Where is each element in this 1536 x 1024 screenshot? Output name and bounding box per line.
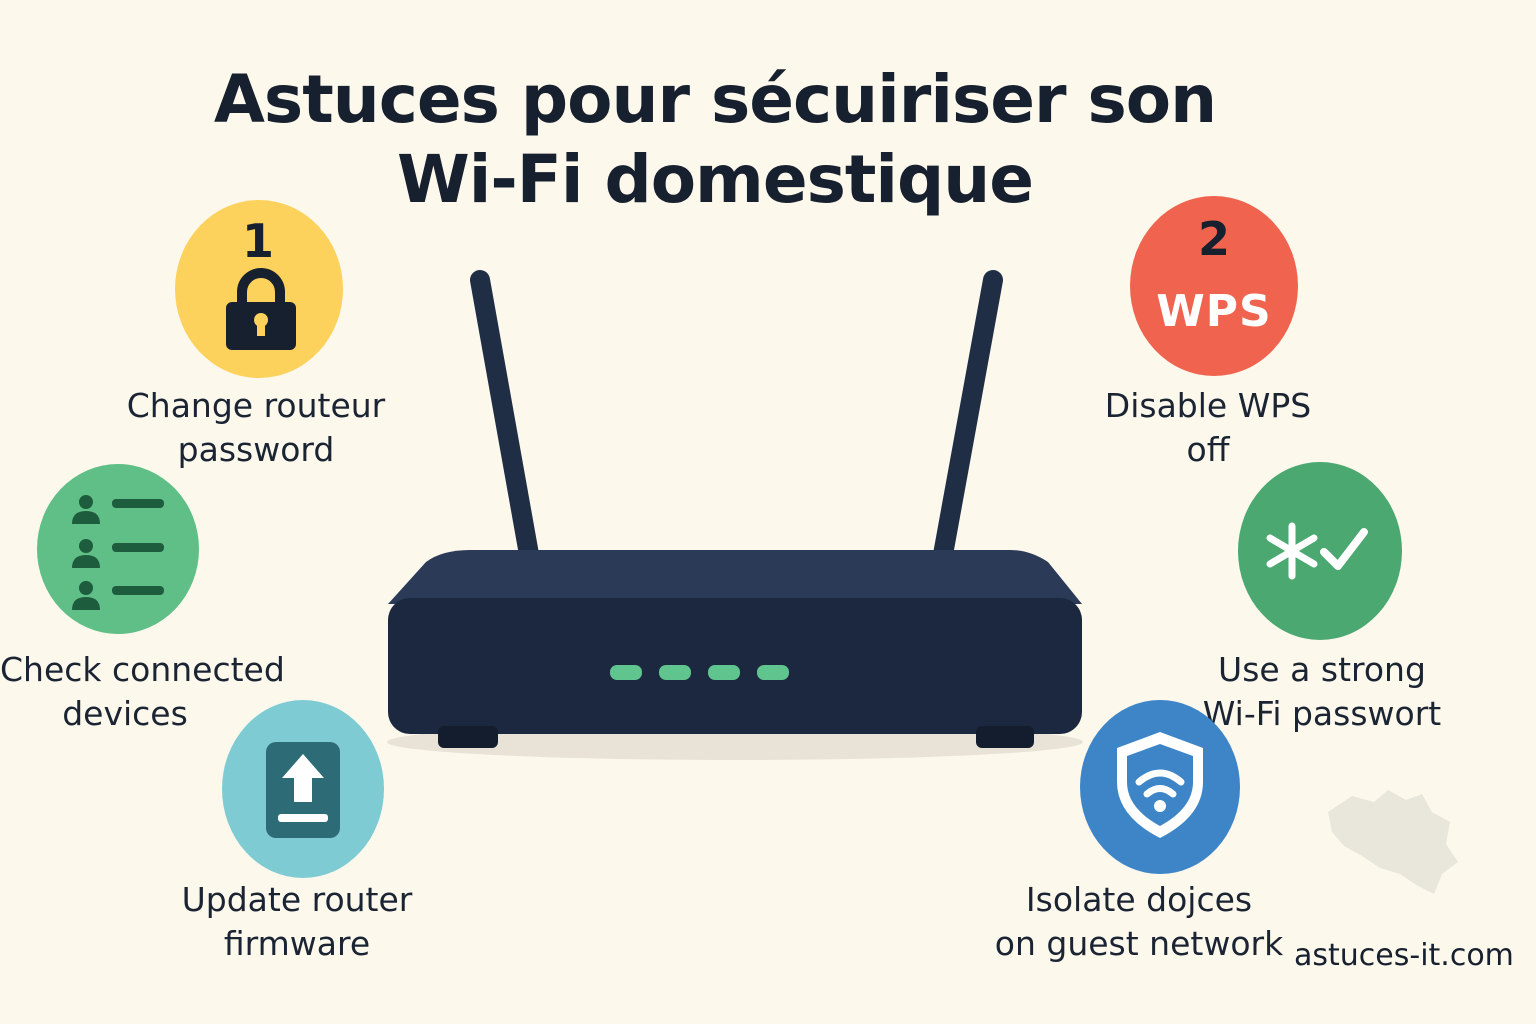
map-silhouette-decoration (1328, 790, 1458, 894)
tip-3-label: Check connected devices (0, 650, 285, 733)
tip-6-label: Isolate dojces on guest network (994, 880, 1284, 963)
shield-wifi-icon (1117, 732, 1203, 838)
tip-2-circle (1130, 196, 1298, 376)
tip-1-number: 1 (241, 214, 274, 268)
tip-4-label: Use a strong Wi-Fi passwort (1202, 650, 1442, 733)
tip-4-circle (1238, 462, 1402, 640)
page-title: Astuces pour sécuiriser son Wi-Fi domes… (0, 60, 1430, 220)
router-led (659, 665, 691, 680)
tip-2-number: 2 (1197, 212, 1230, 266)
upload-icon (266, 742, 340, 838)
password-check-icon (1266, 522, 1368, 580)
tip-1-label: Change routeur password (126, 386, 386, 469)
router-led (708, 665, 740, 680)
router-antenna-left (470, 270, 540, 570)
router-led (757, 665, 789, 680)
router-leds (610, 665, 789, 680)
wps-badge: WPS (1156, 286, 1272, 337)
router-top (388, 550, 1082, 604)
router-antenna-right (932, 270, 1003, 570)
tip-2-label: Disable WPS off (1104, 386, 1312, 469)
router-foot-right (976, 726, 1034, 748)
router-foot-left (438, 726, 498, 748)
router-led (610, 665, 642, 680)
user-list-icon (72, 495, 164, 610)
title-line-2: Wi-Fi domestique (396, 141, 1034, 218)
title-line-1: Astuces pour sécuiriser son (213, 61, 1217, 138)
tip-5-label: Update router firmware (181, 880, 413, 963)
brand-footer: astuces-it.com (1294, 938, 1514, 973)
lock-icon (226, 268, 296, 350)
